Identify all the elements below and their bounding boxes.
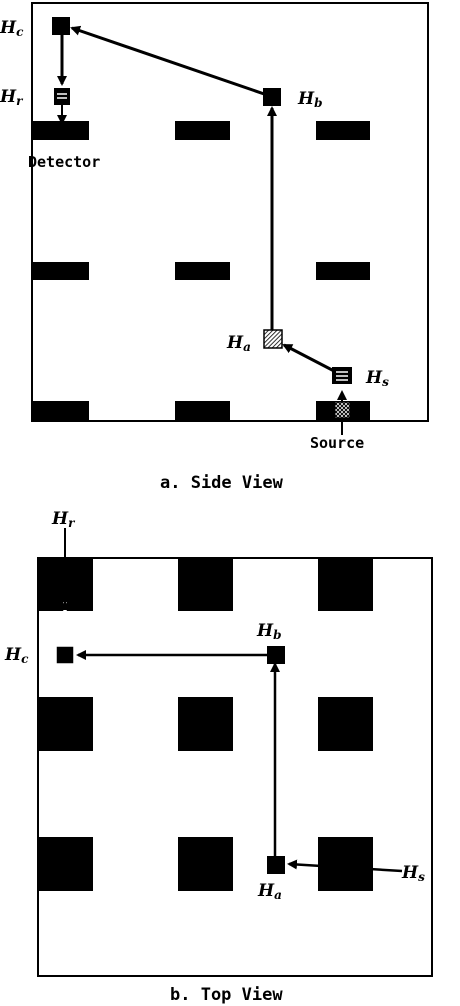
arrow-s-to-a [282,343,337,374]
arrow-s-to-a [287,859,403,873]
node-c [55,645,75,665]
pillar [178,837,233,891]
label-node-r: Hr [51,509,76,530]
node-s [332,367,352,384]
pillar [39,837,93,891]
slab [33,121,89,140]
slab [316,121,370,140]
label-node-b: Hb [297,89,322,110]
pillar [318,837,373,891]
side-view-caption: a. Side View [160,473,284,493]
source-label: Source [310,434,364,452]
slab [33,262,89,280]
node-r [54,88,70,105]
node-a [267,856,285,874]
slab [175,262,230,280]
label-node-a: Ha [257,881,282,902]
detector-label: Detector [28,153,100,171]
label-node-c: Hc [0,18,24,39]
arrow-b-to-c [70,25,271,98]
side-view-panel: Hc Hr Hb Ha Hs Detector Source a. Side V… [0,2,429,493]
top-view-frame [37,557,433,977]
label-node-a: Ha [226,333,251,354]
top-view-caption: b. Top View [170,985,283,1005]
node-b [263,88,281,106]
node-b [267,646,285,664]
top-view-panel: Hr Hc Hb Ha Hs b. Top View [4,509,433,1005]
node-a [263,329,283,349]
side-view-frame [31,2,429,422]
slab [33,401,89,420]
slab [175,121,230,140]
label-node-b: Hb [256,621,281,642]
label-node-s: Hs [365,368,389,389]
slab [316,262,370,280]
pillar [178,697,233,751]
source-marker [334,401,351,419]
pillar [318,697,373,751]
pillar [39,697,93,751]
slab [175,401,230,420]
label-node-r: Hr [0,87,24,108]
node-c [52,17,70,35]
label-node-s: Hs [401,863,425,884]
pillar [178,559,233,611]
pillar [318,559,373,611]
label-node-c: Hc [4,645,29,666]
